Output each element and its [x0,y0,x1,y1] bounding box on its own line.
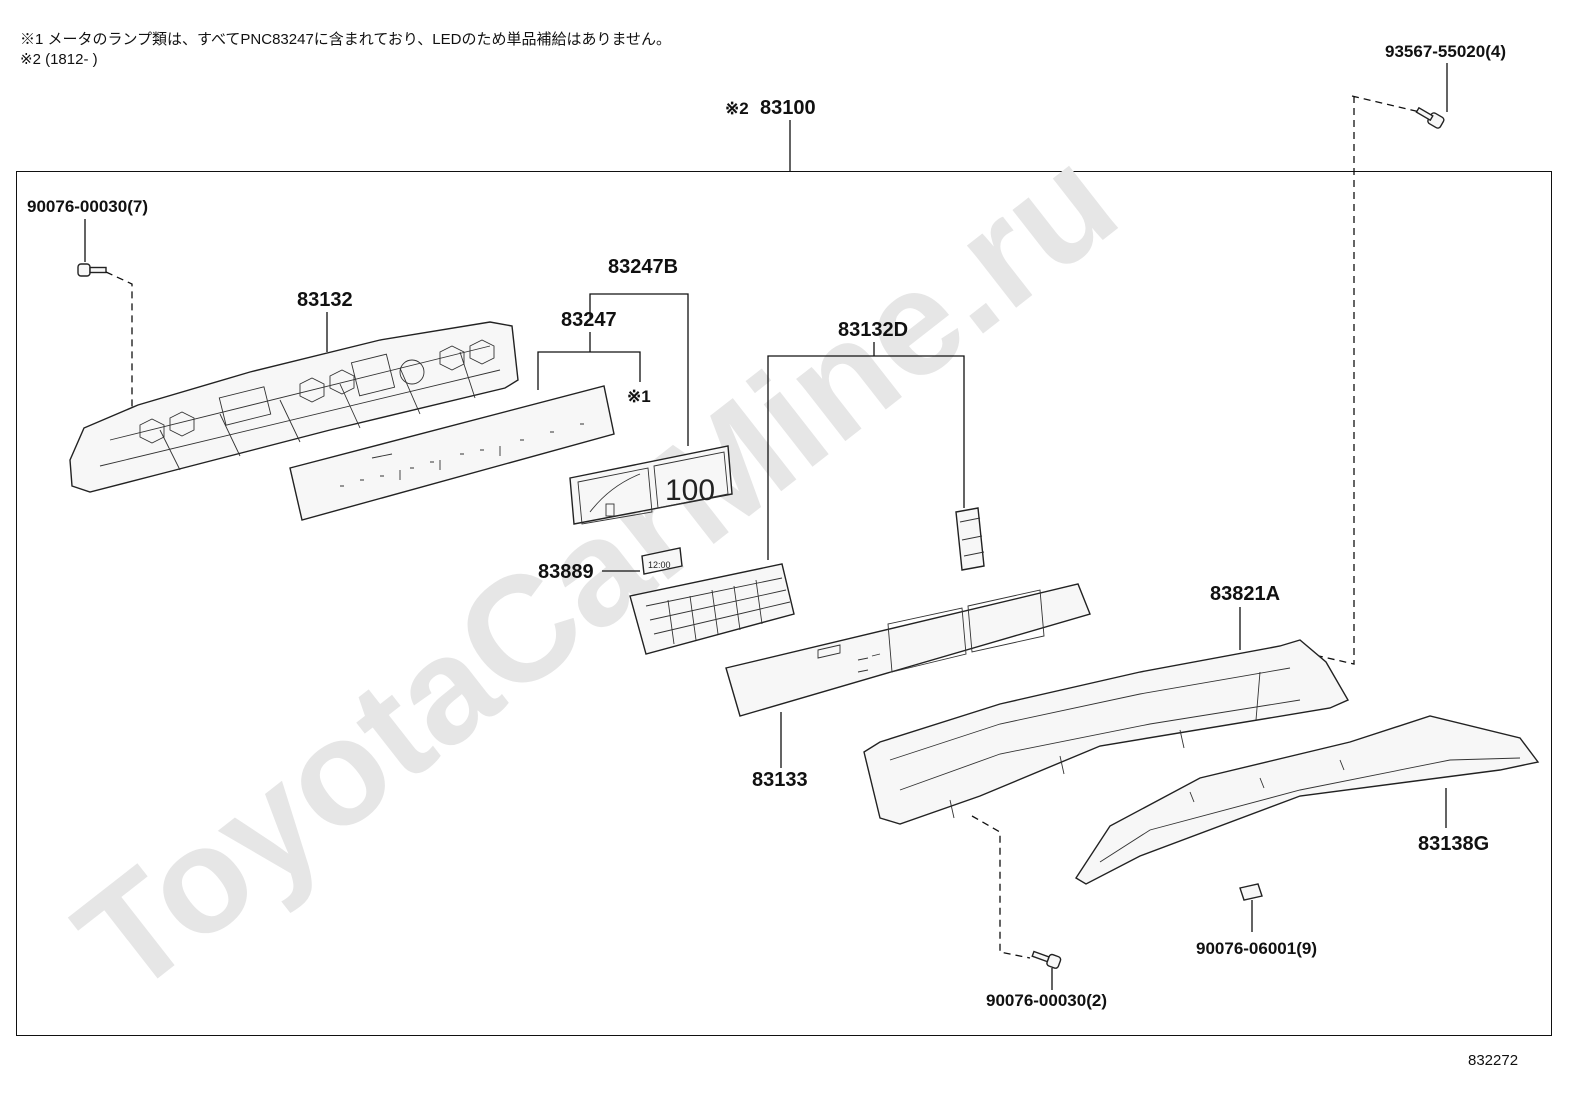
label-83889: 83889 [538,561,594,583]
leader-83247 [537,351,641,390]
screw-90076-left-icon [77,263,107,277]
clock-module-83889: 12:00 [641,547,683,575]
leader-83132D [767,355,965,560]
label-83247B: 83247B [608,256,678,278]
dash-90076-2 [971,815,1031,959]
footnote-1: ※1 メータのランプ類は、すべてPNC83247に含まれており、LEDのため単品… [20,31,672,48]
leader-83247B [589,293,689,446]
label-83100: 83100 [760,97,816,119]
label-90076-06001: 90076-06001(9) [1196,939,1317,958]
label-90076-00030-7: 90076-00030(7) [27,197,148,216]
meter-cover-83138G [1075,715,1540,885]
circuit-board-83133 [725,583,1091,717]
label-83247-mark: ※1 [627,387,651,406]
label-83132D: 83132D [838,319,908,341]
screw-93567-icon [1415,106,1445,129]
label-83247: 83247 [561,309,617,331]
assembly-frame [16,171,1552,1036]
label-83132: 83132 [297,289,353,311]
meter-housing-83821A [863,639,1349,825]
diagram-reference-number: 832272 [1468,1052,1519,1069]
gauge-display-text: 100 [665,474,715,507]
label-83100-mark: ※2 [725,99,749,118]
clock-display-text: 12:00 [648,560,671,570]
label-83821A: 83821A [1210,583,1280,605]
rear-case-83132 [69,321,519,493]
footnote-2: ※2 (1812- ) [20,51,98,68]
hex-bracket-83132D [629,563,795,655]
label-83133: 83133 [752,769,808,791]
dash-93567 [1309,95,1421,665]
clip-90076-06001-icon [1239,883,1263,901]
display-panel-83247B: 100 [569,445,733,525]
connector-83132D [955,507,985,571]
watermark: ToyotaCarMine.ru [46,115,1145,1026]
label-93567-55020: 93567-55020(4) [1385,42,1506,61]
screw-90076-bottom-icon [1031,950,1062,969]
label-83138G: 83138G [1418,833,1489,855]
circuit-board-83247 [289,385,615,521]
dash-90076-7 [105,271,133,430]
label-90076-00030-2: 90076-00030(2) [986,991,1107,1010]
